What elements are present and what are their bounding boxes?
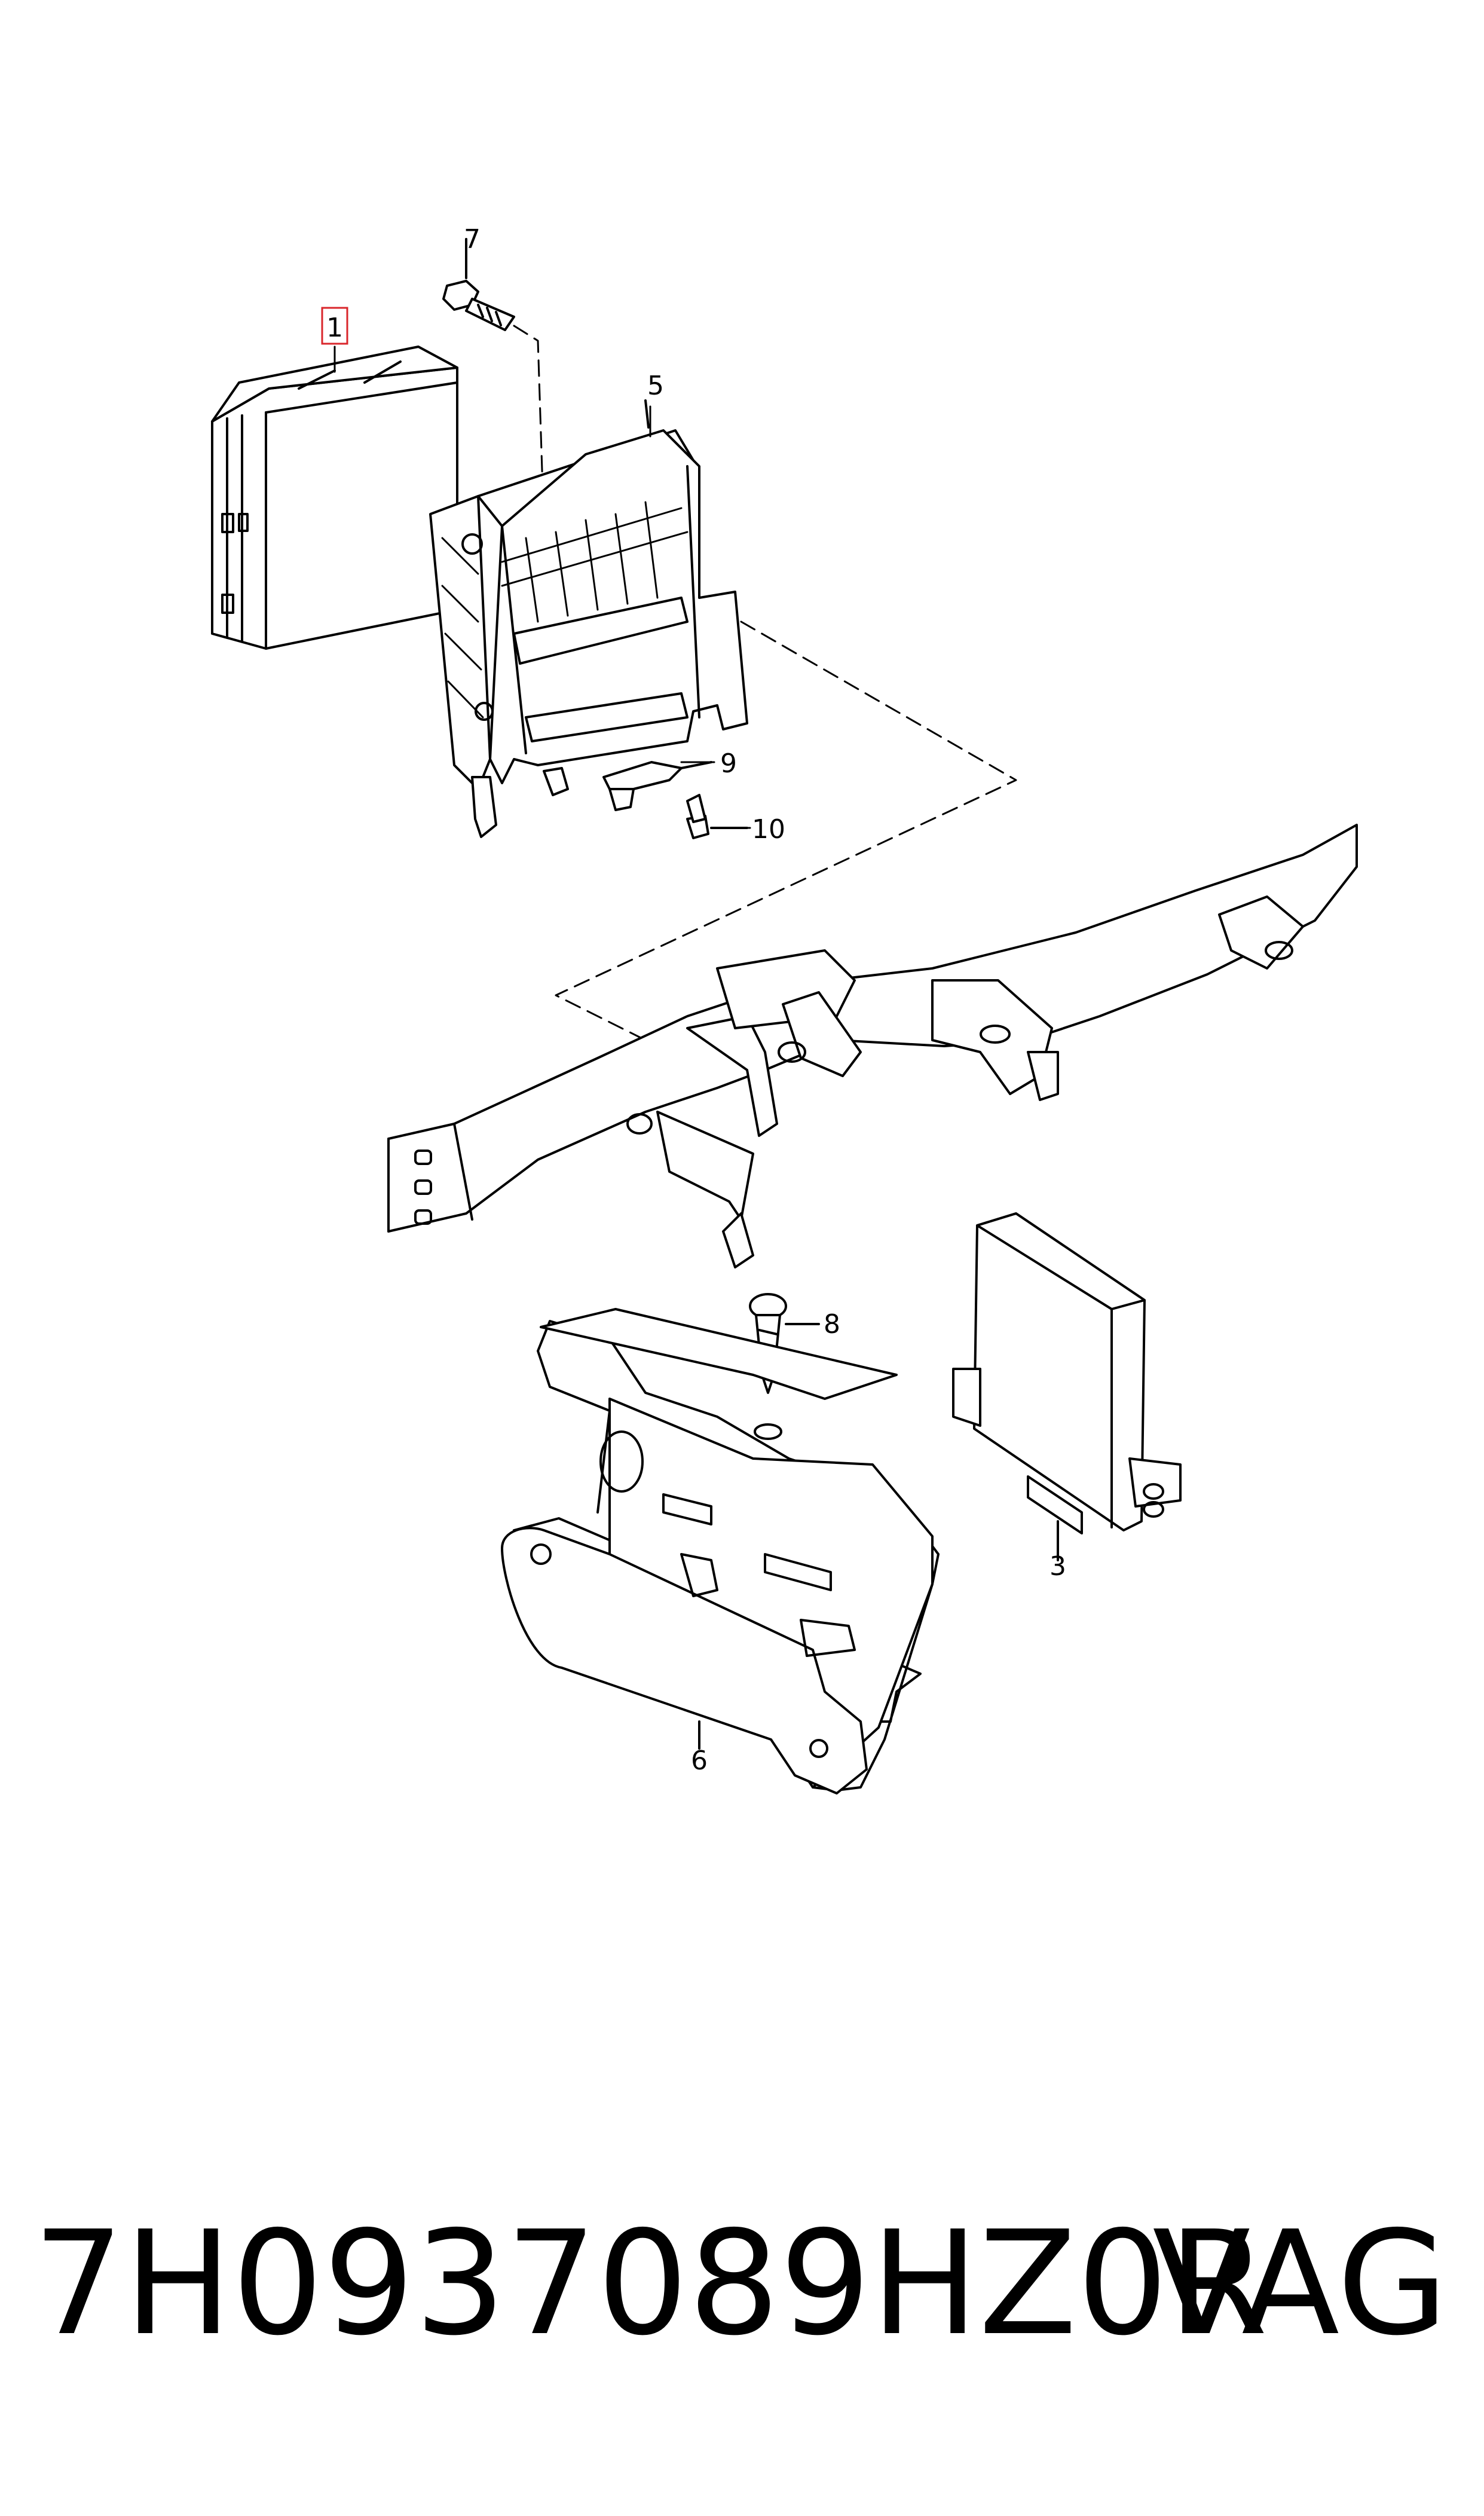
callout-5: 5 bbox=[647, 371, 664, 401]
callout-6: 6 bbox=[691, 1745, 708, 1776]
callout-9: 9 bbox=[720, 748, 737, 779]
brand-label: VAG bbox=[1152, 2200, 1448, 2367]
callout-10: 10 bbox=[752, 814, 785, 845]
callout-8: 8 bbox=[824, 1309, 840, 1340]
bracket-part-5 bbox=[429, 399, 748, 838]
callout-7: 7 bbox=[464, 224, 481, 255]
part-number: 7H0937089HZ0R bbox=[33, 2200, 1268, 2367]
screw-part-10 bbox=[686, 794, 748, 839]
callout-1: 1 bbox=[326, 313, 343, 343]
cross-car-beam bbox=[387, 824, 1358, 1268]
callout-3: 3 bbox=[1049, 1551, 1066, 1582]
bolt-part-7 bbox=[442, 238, 515, 331]
clip-part-9 bbox=[602, 761, 712, 811]
bracket-plate-part-6 bbox=[501, 1308, 940, 1794]
callout-1-highlight bbox=[321, 307, 348, 345]
module-part-3 bbox=[952, 1212, 1182, 1561]
control-module-part-1 bbox=[211, 346, 458, 650]
